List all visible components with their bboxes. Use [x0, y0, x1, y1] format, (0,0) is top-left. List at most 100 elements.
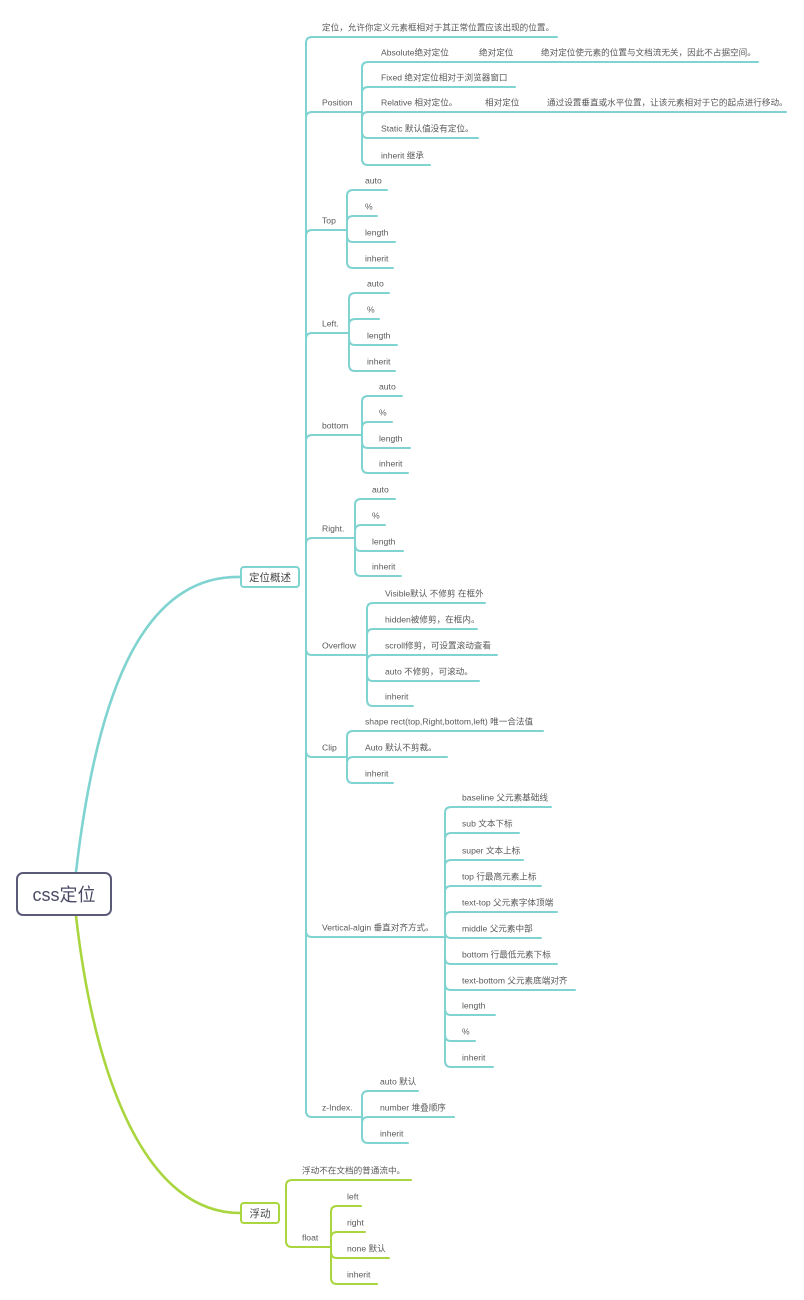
right-item-3: inherit: [372, 561, 396, 572]
float-item-1: right: [347, 1217, 364, 1228]
connector-bottom-3: [361, 434, 409, 474]
valign-item-4: text-top 父元素字体顶端: [462, 897, 554, 908]
connector-zindex-2: [361, 1116, 409, 1144]
label-z-index: z-Index.: [322, 1102, 353, 1113]
connector-left-3: [348, 332, 396, 372]
branch-curve-floating: [74, 914, 242, 1215]
label-intro: 定位，允许你定义元素框相对于其正常位置应该出现的位置。: [322, 22, 555, 33]
connector-positioning-7: [305, 576, 348, 758]
connector-clip-2: [346, 756, 394, 784]
top-item-1: %: [365, 201, 373, 212]
connector-floating-0: [285, 1179, 412, 1214]
connector-positioning-0: [305, 36, 558, 578]
overflow-item-0: Visible默认 不修剪 在框外: [385, 588, 484, 599]
connector-float-1: [330, 1231, 366, 1248]
overflow-item-2: scroll修剪，可设置滚动查看: [385, 640, 491, 651]
float-item-0: left: [347, 1191, 359, 1202]
valign-item-1: sub 文本下标: [462, 818, 513, 829]
connector-right-3: [354, 537, 402, 577]
float-item-2: none 默认: [347, 1243, 386, 1254]
label-right: Right.: [322, 523, 345, 534]
connector-clip-1: [346, 756, 448, 764]
valign-item-3: top 行最高元素上标: [462, 871, 537, 882]
bottom-item-2: length: [379, 433, 403, 444]
right-item-2: length: [372, 536, 396, 547]
connector-bottom-1: [361, 421, 393, 436]
connector-bottom-0: [361, 395, 403, 436]
connector-float-3: [330, 1246, 378, 1285]
left-item-1: %: [367, 304, 375, 315]
valign-item-5: middle 父元素中部: [462, 923, 533, 934]
valign-item-2: super 文本上标: [462, 845, 521, 856]
node-floating[interactable]: 浮动: [240, 1202, 280, 1224]
valign-item-9: %: [462, 1026, 470, 1037]
position-inherit: inherit 继承: [381, 150, 424, 161]
position-static: Static 默认值没有定位。: [381, 123, 474, 134]
clip-item-1: Auto 默认不剪裁。: [365, 742, 437, 753]
clip-item-0: shape rect(top,Right,bottom,left) 唯一合法值: [365, 716, 534, 727]
left-item-2: length: [367, 330, 391, 341]
position-absolute-desc: 绝对定位使元素的位置与文档流无关，因此不占据空间。: [541, 47, 756, 58]
connector-valign-0: [444, 806, 552, 938]
overflow-item-1: hidden被修剪，在框内。: [385, 614, 480, 625]
zindex-item-1: number 堆叠顺序: [380, 1102, 446, 1113]
valign-item-0: baseline 父元素基础线: [462, 792, 548, 803]
connector-positioning-1: [305, 111, 363, 578]
connector-valign-5: [444, 931, 542, 939]
connector-floating-1: [285, 1212, 332, 1248]
connector-left-1: [348, 318, 380, 334]
bottom-item-3: inherit: [379, 458, 403, 469]
node-positioning[interactable]: 定位概述: [240, 566, 300, 588]
connector-overflow-0: [366, 602, 486, 656]
connector-top-3: [346, 229, 394, 269]
label-bottom: bottom: [322, 420, 349, 431]
connector-zindex-0: [361, 1090, 419, 1118]
top-item-0: auto: [365, 175, 382, 186]
zindex-item-0: auto 默认: [380, 1076, 417, 1087]
valign-item-8: length: [462, 1000, 486, 1011]
floating-intro: 浮动不在文档的普通流中。: [302, 1165, 406, 1176]
connector-overflow-2: [366, 654, 498, 662]
connector-valign-3: [444, 885, 542, 938]
overflow-item-3: auto 不修剪，可滚动。: [385, 666, 473, 677]
right-item-1: %: [372, 510, 380, 521]
connector-float-0: [330, 1205, 362, 1248]
connector-valign-2: [444, 859, 524, 938]
connector-positioning-4: [305, 434, 363, 578]
valign-item-7: text-bottom 父元素底端对齐: [462, 975, 568, 986]
position-relative-desc: 通过设置垂直或水平位置，让该元素相对于它的起点进行移动。: [547, 97, 788, 108]
clip-item-2: inherit: [365, 768, 389, 779]
connector-positioning-9: [305, 576, 363, 1118]
label-float: float: [302, 1232, 319, 1243]
position-fixed: Fixed 绝对定位相对于浏览器窗口: [381, 72, 508, 83]
top-item-2: length: [365, 227, 389, 238]
connector-position-0: [361, 61, 759, 113]
overflow-item-4: inherit: [385, 691, 409, 702]
position-relative: Relative 相对定位。: [381, 97, 458, 108]
connector-positioning-3: [305, 332, 350, 578]
connector-top-1: [346, 215, 378, 231]
root-node[interactable]: css定位: [16, 872, 112, 916]
label-position: Position: [322, 97, 353, 108]
zindex-item-2: inherit: [380, 1128, 404, 1139]
right-item-0: auto: [372, 484, 389, 495]
bottom-item-0: auto: [379, 381, 396, 392]
connector-overflow-4: [366, 654, 414, 707]
float-item-3: inherit: [347, 1269, 371, 1280]
left-item-0: auto: [367, 278, 384, 289]
connector-valign-1: [444, 832, 520, 938]
connector-overflow-1: [366, 628, 478, 656]
top-item-3: inherit: [365, 253, 389, 264]
connector-clip-0: [346, 730, 544, 758]
connector-right-0: [354, 498, 396, 539]
label-clip: Clip: [322, 742, 337, 753]
position-relative-sub: 相对定位: [485, 97, 520, 108]
connector-right-1: [354, 524, 386, 539]
connector-zindex-1: [361, 1116, 455, 1124]
connector-valign-4: [444, 911, 558, 938]
left-item-3: inherit: [367, 356, 391, 367]
branch-curve-positioning: [74, 575, 242, 874]
connector-position-4: [361, 111, 431, 166]
